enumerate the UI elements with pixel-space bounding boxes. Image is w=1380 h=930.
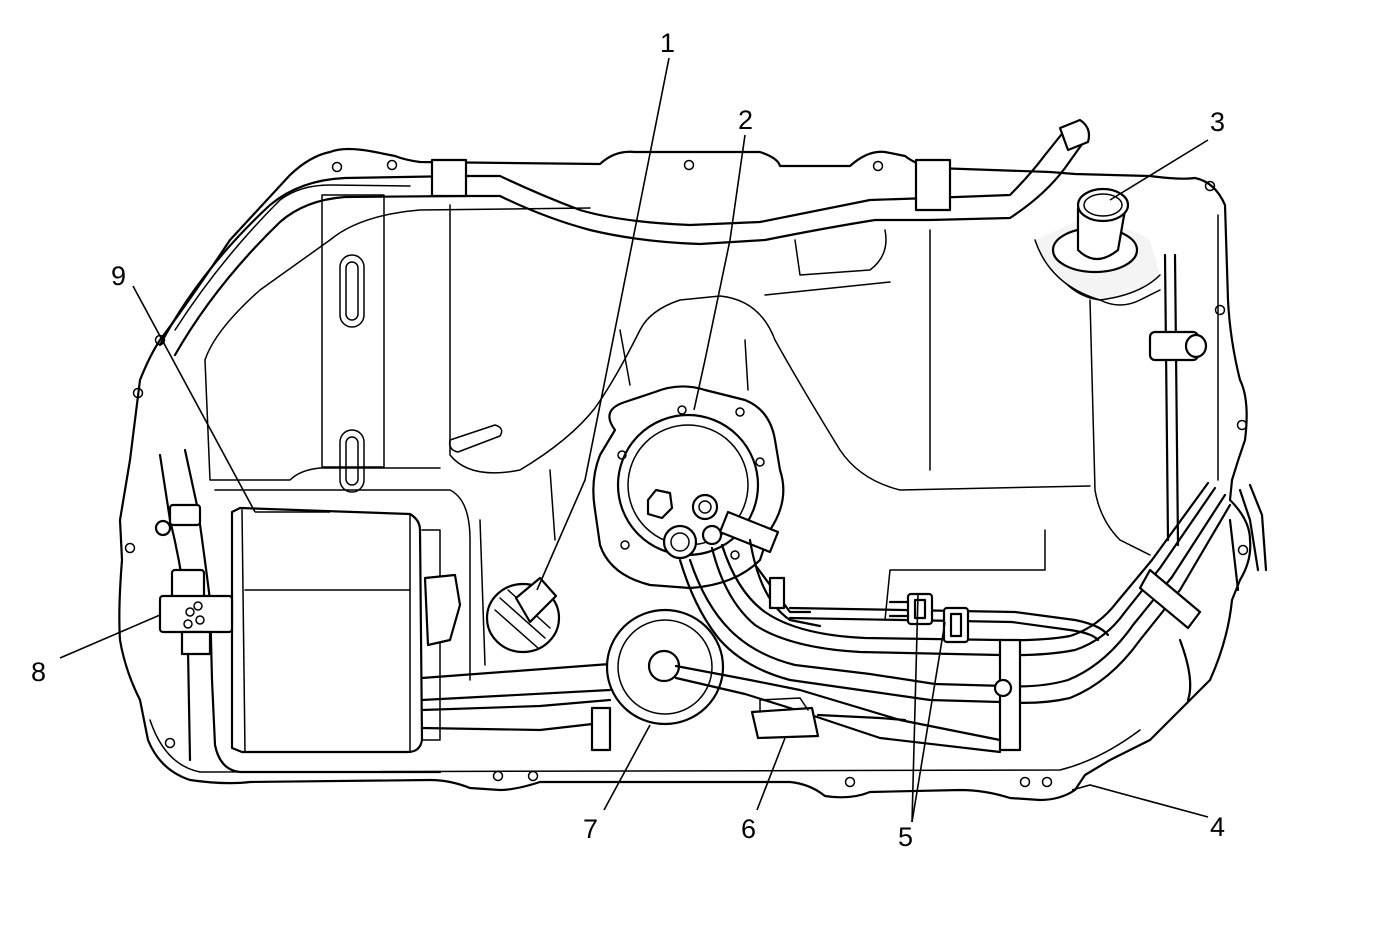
- callout-8: 8: [31, 657, 46, 687]
- fuel-pump-module: [592, 385, 785, 590]
- fuel-filter: [590, 608, 1002, 754]
- evap-canister: [230, 506, 612, 754]
- callout-5: 5: [898, 822, 913, 852]
- filler-vent-line: [158, 118, 1091, 357]
- callout-6: 6: [741, 814, 756, 844]
- tank-body-contours: [204, 194, 1161, 681]
- callout-1: 1: [660, 28, 675, 58]
- rollover-vent-tube: [1148, 253, 1208, 547]
- callout-2: 2: [738, 105, 753, 135]
- canister-vent-valve: [158, 594, 234, 656]
- callout-4: 4: [1210, 812, 1225, 842]
- callout-labels: 1 2 3 4 5 6 7 8 9: [31, 28, 1225, 852]
- callout-9: 9: [111, 261, 126, 291]
- quick-connect-fittings: [768, 576, 1022, 752]
- purge-solenoid: [750, 697, 907, 740]
- fuel-tank-pressure-sensor: [485, 576, 561, 654]
- fuel-filler-neck: [1034, 187, 1161, 301]
- callout-3: 3: [1210, 107, 1225, 137]
- leader-lines: [59, 57, 1209, 823]
- callout-7: 7: [583, 814, 598, 844]
